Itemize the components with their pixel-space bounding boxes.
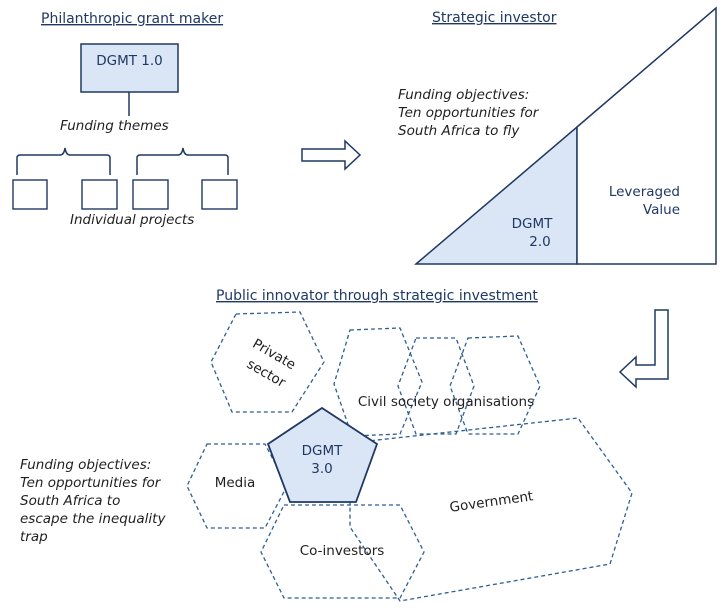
dgmt-2-label-line-1: DGMT [512, 216, 554, 232]
media-hexagon [186, 443, 288, 529]
co-investors-hexagon [260, 504, 425, 599]
dgmt-2-label-line-2: 2.0 [529, 234, 550, 250]
individual-projects-label: Individual projects [70, 212, 194, 228]
dgmt-3-label-line-2: 3.0 [311, 461, 332, 477]
stage-2: Strategic investor Funding objectives: T… [398, 6, 717, 265]
stage-2-objectives-line-2: Ten opportunities for [398, 105, 540, 121]
stage-3-title: Public innovator through strategic inves… [216, 288, 538, 304]
project-box-1 [12, 179, 48, 210]
stage-3-objectives-line-5: trap [20, 529, 48, 545]
funding-themes-label: Funding themes [60, 118, 169, 134]
leveraged-value-area [576, 6, 717, 265]
right-brace [136, 147, 229, 175]
stage-2-objectives-line-3: South Africa to fly [398, 123, 520, 139]
project-box-2 [81, 179, 118, 210]
cso-hexagon-1 [333, 327, 423, 437]
cso-hexagon-3 [449, 335, 541, 435]
dgmt-3-pentagon [266, 406, 379, 503]
stage-3: Public innovator through strategic inves… [20, 288, 633, 602]
stage-2-objectives-line-1: Funding objectives: [398, 87, 529, 103]
stage-3-objectives-line-3: South Africa to [20, 493, 120, 509]
stage-3-objectives-line-2: Ten opportunities for [20, 475, 162, 491]
private-sector-hexagon [210, 311, 325, 413]
leveraged-label-line-2: Value [643, 202, 680, 218]
arrow-right-icon [301, 139, 362, 171]
stage-3-objectives-line-1: Funding objectives: [20, 457, 151, 473]
dgmt-2-triangle [413, 125, 578, 265]
stage-1: Philanthropic grant maker DGMT 1.0 Fundi… [12, 11, 238, 228]
project-box-3 [132, 179, 169, 210]
cso-label: Civil society organisations [358, 394, 534, 410]
stage-3-objectives-line-4: escape the inequality [20, 511, 166, 527]
stage-1-title: Philanthropic grant maker [41, 11, 223, 27]
government-label: Government [449, 488, 535, 516]
dgmt-1-label: DGMT 1.0 [96, 53, 163, 69]
cso-hexagon-2 [397, 337, 475, 435]
project-box-4 [201, 179, 238, 210]
dgmt-1-box [80, 43, 179, 93]
arrow-down-left-icon [618, 309, 669, 389]
media-label: Media [215, 475, 256, 491]
co-investors-label: Co-investors [300, 543, 385, 559]
dgmt-3-label-line-1: DGMT [302, 443, 344, 459]
left-brace [16, 147, 111, 175]
stage-2-title: Strategic investor [432, 10, 557, 26]
leveraged-label-line-1: Leveraged [609, 184, 680, 200]
